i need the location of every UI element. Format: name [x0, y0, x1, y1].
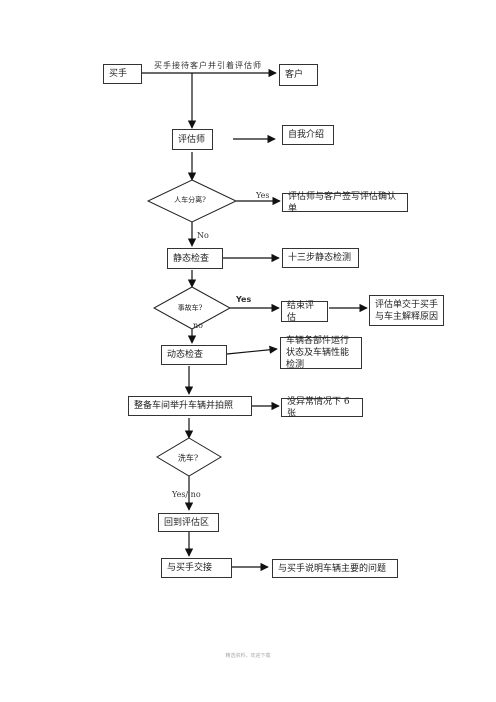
- edge-label-yes-1: Yes: [256, 191, 270, 200]
- node-self-intro: 自我介绍: [282, 125, 334, 145]
- node-return-area-text: 回到评估区: [164, 517, 210, 528]
- decision-separation-text: 人车分离?: [174, 196, 206, 204]
- decision-diamond-wash: [156, 437, 222, 477]
- node-buyer: 买手: [103, 64, 142, 84]
- node-handover-buyer: 与买手交接: [161, 558, 232, 578]
- node-static-check-text: 静态检查: [173, 253, 210, 264]
- decision-diamond-accident: [152, 286, 232, 330]
- node-confirm-sheet: 评估师与客户签写评估确认单: [282, 191, 408, 214]
- node-thirteen-steps-text: 十三步静态检测: [288, 253, 352, 263]
- decision-diamond-separation: [146, 179, 238, 223]
- node-customer-text: 客户: [285, 70, 304, 80]
- node-dynamic-check: 动态检查: [161, 345, 227, 365]
- node-dynamic-check-text: 动态检查: [167, 350, 204, 360]
- node-buyer-text: 买手: [109, 69, 128, 79]
- node-lift-photo: 整备车间举升车辆并拍照: [128, 396, 252, 416]
- decision-accident-text: 事故车?: [177, 304, 203, 312]
- edge-dynamic-detail: [226, 345, 278, 355]
- edge-label-buyer-customer: 买手接待客户并引着评估师: [154, 61, 262, 70]
- edge-label-wash-yes-no: Yes/ no: [172, 490, 201, 499]
- node-return-area: 回到评估区: [158, 513, 219, 532]
- node-handover-buyer-text: 与买手交接: [167, 563, 213, 573]
- edge-label-no-1: No: [197, 231, 209, 240]
- node-explain-problems-text: 与买手说明车辆主要的问题: [278, 563, 387, 574]
- edge-label-no-2: no: [193, 321, 203, 330]
- node-photo-count: 没异常情况下 6 张: [281, 396, 363, 419]
- edge-label-yes-2: Yes: [236, 295, 252, 304]
- node-end-appraisal: 结束评估: [281, 300, 328, 323]
- node-end-appraisal-text: 结束评估: [287, 300, 315, 323]
- node-static-check: 静态检查: [167, 248, 223, 269]
- node-hand-over-sheet: 评估单交于买手与车主解释原因: [369, 295, 444, 326]
- node-photo-count-text: 没异常情况下 6 张: [287, 396, 350, 419]
- node-self-intro-text: 自我介绍: [288, 130, 325, 140]
- footer-watermark: 精选资料，欢迎下载: [225, 653, 271, 659]
- node-dynamic-detail-text: 车辆各部件运行状态及车辆性能检测: [286, 336, 350, 370]
- node-confirm-sheet-text: 评估师与客户签写评估确认单: [288, 191, 397, 214]
- decision-wash-text: 洗车?: [177, 453, 199, 463]
- node-appraiser-text: 评估师: [178, 134, 206, 145]
- node-dynamic-detail: 车辆各部件运行状态及车辆性能检测: [280, 336, 362, 370]
- node-lift-photo-text: 整备车间举升车辆并拍照: [134, 401, 234, 411]
- node-appraiser: 评估师: [172, 129, 213, 150]
- node-thirteen-steps: 十三步静态检测: [282, 248, 359, 268]
- node-hand-over-sheet-text: 评估单交于买手与车主解释原因: [375, 299, 439, 322]
- node-explain-problems: 与买手说明车辆主要的问题: [272, 559, 398, 578]
- node-customer: 客户: [279, 64, 318, 86]
